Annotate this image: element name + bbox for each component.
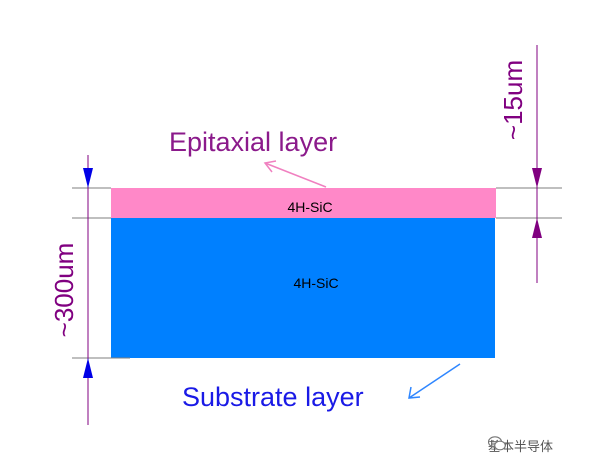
- arrowhead-down-icon: [83, 168, 93, 188]
- epi-material-label: 4H-SiC: [287, 199, 332, 215]
- substrate-layer-label: Substrate layer: [182, 382, 364, 412]
- arrowhead-down-icon: [532, 168, 542, 188]
- epitaxial-layer-label: Epitaxial layer: [169, 127, 337, 157]
- substrate-thickness-label: ~300um: [49, 243, 79, 338]
- epitaxial-layer-rect: [111, 188, 496, 218]
- arrowhead-up-icon: [532, 218, 542, 238]
- epitaxial-pointer-arrow-icon: [263, 160, 327, 188]
- substrate-material-label: 4H-SiC: [293, 275, 338, 291]
- watermark: 基本半导体: [488, 436, 553, 455]
- substrate-thickness-dimension: [72, 155, 130, 425]
- substrate-pointer-arrow-icon: [408, 363, 461, 399]
- substrate-layer-rect: [111, 218, 495, 358]
- epi-thickness-label: ~15um: [498, 60, 528, 140]
- wechat-icon: [488, 436, 506, 451]
- epi-thickness-dimension: [496, 45, 562, 283]
- arrowhead-up-icon: [83, 358, 93, 378]
